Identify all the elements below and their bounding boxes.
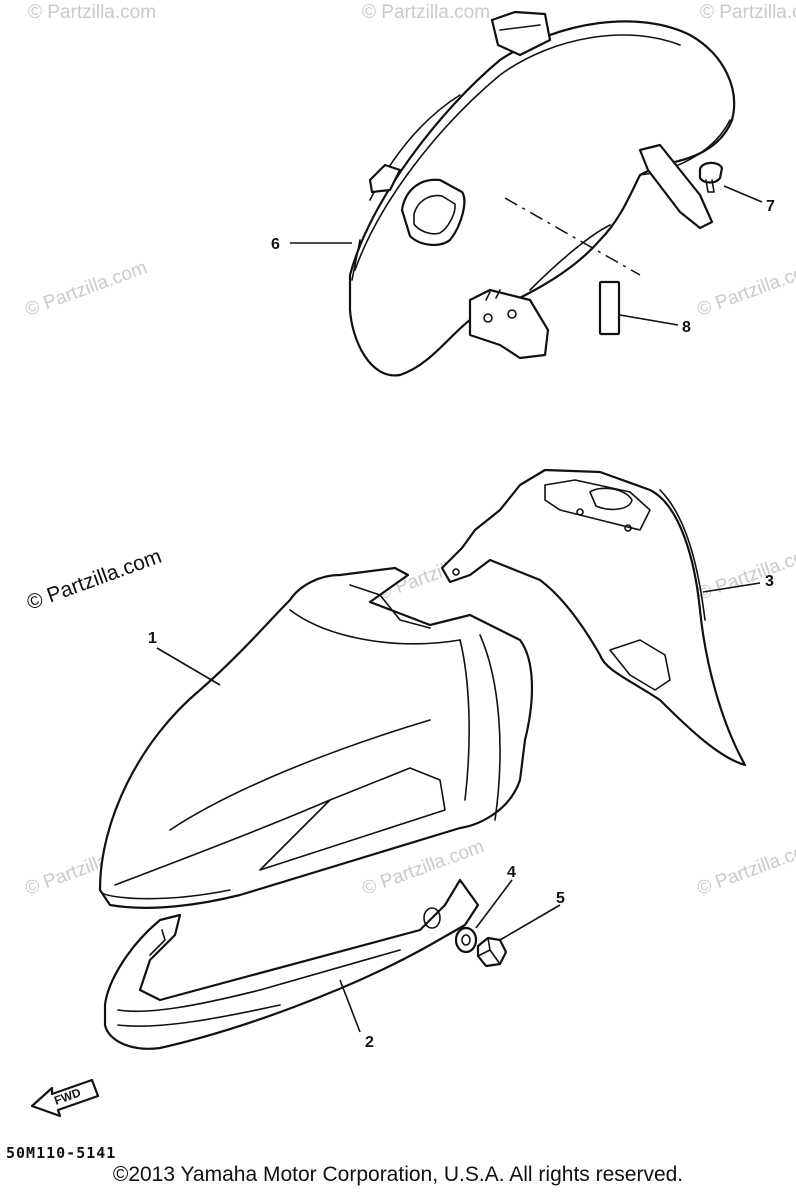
watermark: © Partzilla.com (28, 2, 156, 23)
watermark: © Partzilla.com (362, 2, 490, 23)
copyright-notice: ©2013 Yamaha Motor Corporation, U.S.A. A… (112, 1163, 684, 1186)
callout-numbers: 1 2 3 4 5 6 7 8 (148, 198, 775, 1051)
part-1-front-fender (98, 566, 534, 909)
callout-2: 2 (365, 1034, 374, 1051)
callout-1: 1 (148, 630, 157, 647)
watermark: © Partzilla.com (695, 836, 796, 900)
watermark: © Partzilla.com (700, 2, 796, 23)
part-4-washer (454, 926, 478, 954)
fwd-arrow-icon: FWD (30, 1078, 100, 1118)
part-8-label (598, 280, 621, 336)
watermark: © Partzilla.com (695, 257, 796, 321)
watermark: © Partzilla.com (695, 541, 796, 605)
part-6-rear-fender (348, 10, 736, 377)
callout-3: 3 (765, 573, 774, 590)
callout-6: 6 (271, 236, 280, 253)
callout-4: 4 (507, 864, 516, 881)
watermark: © Partzilla.com (23, 257, 150, 321)
callout-8: 8 (682, 319, 691, 336)
watermark-prominent: © Partzilla.com (24, 545, 165, 615)
callout-7: 7 (766, 198, 775, 215)
part-7-screw (698, 161, 724, 193)
part-3-inner-fender (440, 468, 747, 767)
leader-lines (156, 185, 763, 1033)
callout-5: 5 (556, 890, 565, 907)
part-5-nut (476, 936, 508, 968)
part-code: 50M110-5141 (6, 1144, 116, 1162)
part-2-lower-cover (103, 878, 480, 1050)
